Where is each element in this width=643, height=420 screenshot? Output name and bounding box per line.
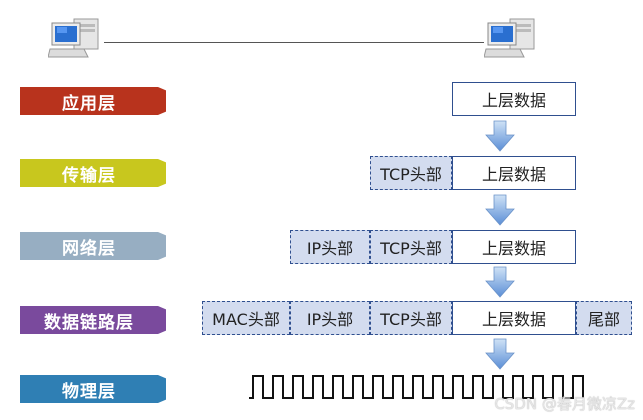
tcp-header-box: TCP头部: [370, 230, 452, 264]
layer-transport: 传输层: [20, 159, 166, 187]
network-link-line: [104, 42, 484, 43]
ip-header-box: IP头部: [290, 230, 370, 264]
computer-icon-left: [47, 15, 104, 61]
down-arrow-icon: [485, 120, 515, 152]
payload-box: 上层数据: [452, 82, 576, 116]
layer-face: [20, 232, 158, 260]
layer-datalink: 数据链路层: [20, 306, 166, 334]
tcp-header-box: TCP头部: [370, 301, 452, 335]
payload-box: 上层数据: [452, 230, 576, 264]
layer-label: 应用层: [62, 93, 116, 114]
trailer-box: 尾部: [576, 301, 632, 335]
layer-side: [158, 306, 166, 334]
mac-header-box: MAC头部: [202, 301, 290, 335]
down-arrow-icon: [485, 266, 515, 298]
layer-label: 数据链路层: [44, 312, 134, 333]
watermark: CSDN @春月微凉Zz: [494, 395, 635, 413]
layer-network: 网络层: [20, 232, 166, 260]
layer-face: [20, 375, 158, 403]
ip-header-box: IP头部: [290, 301, 370, 335]
layer-face: [20, 87, 158, 115]
layer-label: 网络层: [62, 238, 116, 259]
computer-icon-right: [483, 15, 540, 61]
layer-face: [20, 306, 158, 334]
square-wave-signal: [249, 375, 584, 399]
layer-application: 应用层: [20, 87, 166, 115]
layer-side: [158, 232, 166, 260]
layer-side: [158, 87, 166, 115]
layer-label: 物理层: [62, 381, 116, 402]
layer-side: [158, 159, 166, 187]
layer-side: [158, 375, 166, 403]
layer-face: [20, 159, 158, 187]
payload-box: 上层数据: [452, 301, 576, 335]
down-arrow-icon: [485, 194, 515, 226]
down-arrow-icon: [485, 338, 515, 370]
layer-label: 传输层: [62, 165, 116, 186]
payload-box: 上层数据: [452, 156, 576, 190]
tcp-header-box: TCP头部: [370, 156, 452, 190]
layer-physical: 物理层: [20, 375, 166, 403]
